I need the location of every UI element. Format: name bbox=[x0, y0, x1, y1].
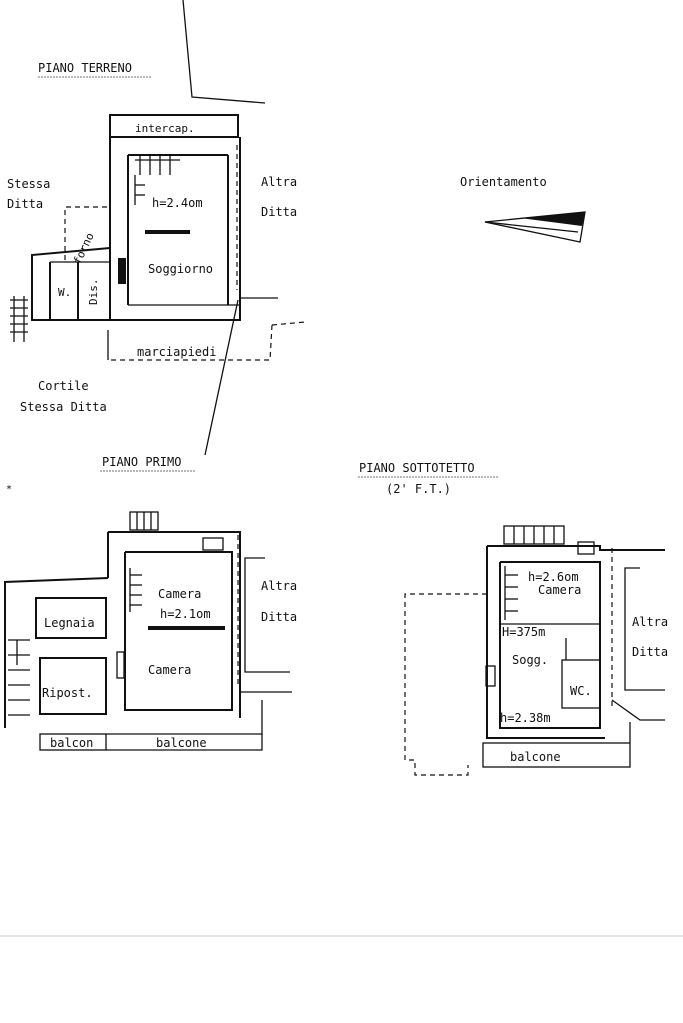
orientation-label: Orientamento bbox=[460, 175, 547, 189]
legnaia-label: Legnaia bbox=[44, 616, 95, 630]
first-rooms bbox=[124, 551, 233, 711]
first-altra-line2: Ditta bbox=[261, 610, 297, 624]
attic-height-mid: H=375m bbox=[502, 625, 545, 639]
balcone-outline bbox=[106, 733, 263, 751]
left-steps bbox=[10, 296, 28, 342]
stairs-first-inner bbox=[129, 568, 142, 612]
sogg-label: Sogg. bbox=[512, 653, 548, 667]
cortile-line1: Cortile bbox=[38, 379, 89, 393]
attic-chimney bbox=[577, 541, 595, 555]
attic-left-wall bbox=[486, 546, 605, 739]
camera-top-label: Camera bbox=[158, 587, 201, 601]
orientation-block: Orientamento bbox=[460, 175, 586, 243]
attic-title: PIANO SOTTOTETTO bbox=[359, 461, 475, 475]
attic-balcone-label: balcone bbox=[510, 750, 561, 764]
cortile-line2: Stessa Ditta bbox=[20, 400, 107, 414]
boundary-line-lower bbox=[204, 299, 239, 456]
ripost-room bbox=[39, 657, 107, 715]
attic-subtitle: (2' F.T.) bbox=[386, 482, 451, 496]
asterisk-mark: * bbox=[6, 484, 12, 495]
dis-label: Dis. bbox=[87, 279, 100, 306]
stairs-attic-inner bbox=[504, 566, 518, 620]
attic-window bbox=[485, 665, 496, 687]
stairs-first-top bbox=[129, 511, 159, 531]
legnaia-room bbox=[35, 597, 107, 639]
wc-room bbox=[561, 659, 601, 709]
balcone-label: balcone bbox=[156, 736, 207, 750]
attic-top-wall bbox=[487, 545, 665, 551]
attic-height-bottom: h=2.38m bbox=[500, 711, 551, 725]
attic-inner-walls bbox=[499, 561, 601, 729]
wc-label: WC. bbox=[570, 684, 592, 698]
attic-altra-line1: Altra bbox=[632, 615, 668, 629]
ground-height-label: h=2.4om bbox=[152, 196, 203, 210]
chimney bbox=[202, 537, 224, 551]
attic-altra-line2: Ditta bbox=[632, 645, 668, 659]
attic-balcone bbox=[482, 742, 631, 768]
boundary-line bbox=[182, 0, 266, 104]
fireplace bbox=[118, 258, 126, 284]
ground-floor-title: PIANO TERRENO bbox=[38, 61, 132, 75]
intercap-label: intercap. bbox=[135, 122, 195, 135]
balcon-left bbox=[39, 733, 107, 751]
first-main-top bbox=[108, 531, 241, 718]
forno-label: forno bbox=[71, 231, 97, 267]
first-floor-title: PIANO PRIMO bbox=[102, 455, 181, 469]
main-room-walls bbox=[109, 137, 241, 321]
attic-neighbor-outline bbox=[624, 567, 665, 691]
attic-floor-plan: PIANO SOTTOTETTO (2' F.T.) h=2.6om Camer… bbox=[358, 461, 668, 776]
altra-ditta-line2: Ditta bbox=[261, 205, 297, 219]
stessa-ditta-line2: Ditta bbox=[7, 197, 43, 211]
annex-walls bbox=[31, 247, 111, 321]
marciapiedi-label: marciapiedi bbox=[137, 345, 216, 359]
marciapiedi-outline bbox=[108, 324, 273, 361]
first-altra-line1: Altra bbox=[261, 579, 297, 593]
first-left-steps bbox=[8, 639, 30, 716]
ground-floor-plan: PIANO TERRENO intercap. h=2.4om Soggiorn… bbox=[7, 0, 306, 456]
first-left-outline bbox=[4, 577, 109, 728]
balcon-label: balcon bbox=[50, 736, 93, 750]
first-neighbor-outline bbox=[244, 557, 290, 673]
first-fireplace bbox=[116, 651, 125, 679]
stairs-attic-top bbox=[503, 525, 565, 545]
intercap-strip bbox=[109, 114, 239, 138]
forno-outline bbox=[64, 206, 110, 260]
camera-bottom-label: Camera bbox=[148, 663, 191, 677]
altra-ditta-line1: Altra bbox=[261, 175, 297, 189]
ripost-label: Ripost. bbox=[42, 686, 93, 700]
first-floor-plan: PIANO PRIMO * Camera h=2.1om Camera bbox=[4, 455, 297, 751]
stessa-ditta-line1: Stessa bbox=[7, 177, 50, 191]
first-height-label: h=2.1om bbox=[160, 607, 211, 621]
stairs-ground bbox=[134, 155, 180, 205]
north-arrow-fill bbox=[520, 212, 585, 226]
attic-camera-label: Camera bbox=[538, 583, 581, 597]
north-arrow-centerline bbox=[484, 221, 579, 233]
right-dashed-stub bbox=[271, 321, 306, 326]
attic-right-stub bbox=[611, 699, 665, 721]
soggiorno-label: Soggiorno bbox=[148, 262, 213, 276]
attic-height-top: h=2.6om bbox=[528, 570, 579, 584]
w-label: W. bbox=[58, 286, 71, 299]
attic-dashed-outline bbox=[404, 593, 487, 776]
